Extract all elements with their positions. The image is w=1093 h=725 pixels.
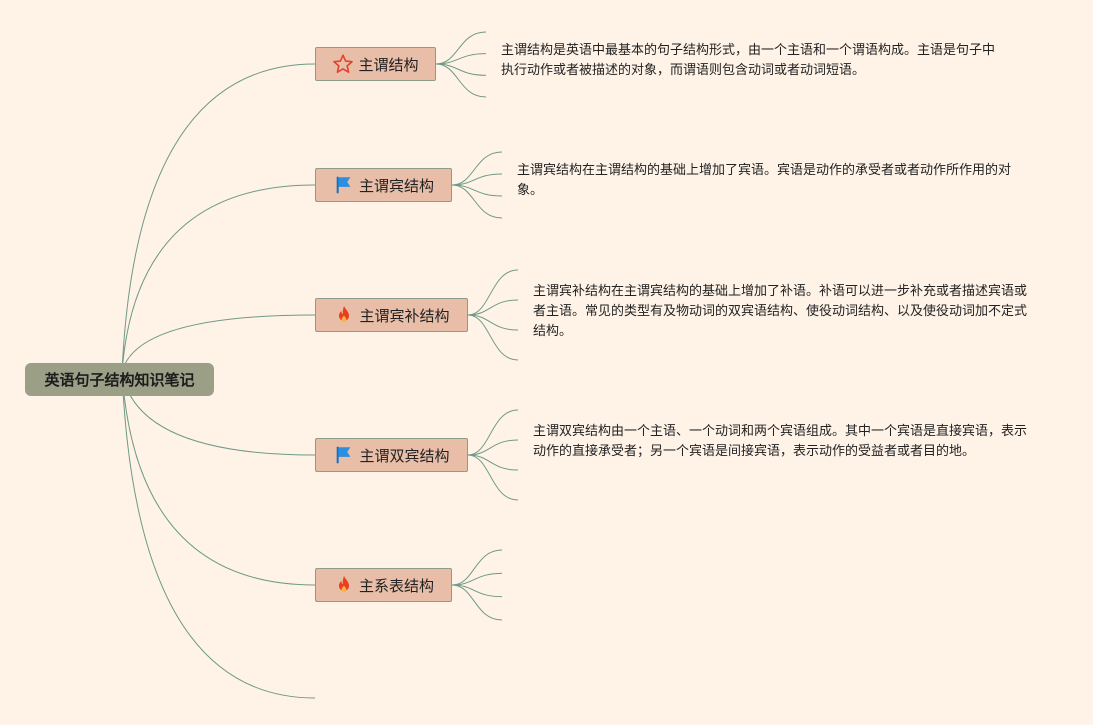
- fan-line-4-3: [451, 584, 503, 621]
- branch-subject-predicate-object[interactable]: 主谓宾结构: [315, 168, 452, 202]
- fan-line-3-1: [467, 439, 519, 456]
- fan-line-2-2: [467, 314, 519, 331]
- fan-line-4-1: [451, 572, 503, 586]
- branch-label: 主谓宾补结构: [359, 306, 450, 325]
- blue-flag-icon: [333, 174, 355, 196]
- blue-flag-icon: [333, 444, 355, 466]
- star-outline-icon: [332, 53, 354, 75]
- fan-line-3-2: [467, 454, 519, 471]
- root-topic-label: 英语句子结构知识笔记: [44, 371, 195, 389]
- branch-label: 主谓结构: [358, 55, 419, 74]
- root-topic[interactable]: 英语句子结构知识笔记: [25, 363, 214, 396]
- fan-line-2-0: [467, 269, 519, 316]
- fan-line-1-0: [451, 151, 503, 186]
- fan-line-0-1: [435, 53, 487, 65]
- branch-subject-predicate-double-object[interactable]: 主谓双宾结构: [315, 438, 468, 472]
- fan-line-0-3: [435, 63, 487, 98]
- description-subject-predicate: 主谓结构是英语中最基本的句子结构形式，由一个主语和一个谓语构成。主语是句子中执行…: [501, 43, 996, 78]
- description-subject-predicate-object: 主谓宾结构在主谓结构的基础上增加了宾语。宾语是动作的承受者或者动作所作用的对象。: [517, 163, 1012, 198]
- fan-line-3-3: [467, 454, 519, 501]
- root-branch-line-5: [121, 371, 316, 699]
- root-branch-line-4: [121, 371, 316, 586]
- fan-line-1-3: [451, 184, 503, 219]
- fan-line-2-1: [467, 299, 519, 316]
- branch-label: 主谓双宾结构: [359, 446, 450, 465]
- fan-line-1-1: [451, 173, 503, 186]
- root-branch-line-0: [121, 63, 316, 373]
- description-subject-predicate-double-object: 主谓双宾结构由一个主语、一个动词和两个宾语组成。其中一个宾语是直接宾语，表示动作…: [533, 424, 1028, 459]
- fire-icon: [333, 304, 355, 326]
- branch-subject-predicate[interactable]: 主谓结构: [315, 47, 436, 81]
- fan-line-3-0: [467, 409, 519, 456]
- fan-line-0-0: [435, 31, 487, 65]
- branch-label: 主系表结构: [358, 576, 434, 595]
- fire-icon: [333, 574, 355, 596]
- fan-line-4-0: [451, 549, 503, 586]
- branch-subject-linking-verb-predicative[interactable]: 主系表结构: [315, 568, 452, 602]
- branch-subject-predicate-object-complement[interactable]: 主谓宾补结构: [315, 298, 468, 332]
- branch-label: 主谓宾结构: [358, 176, 434, 195]
- root-branch-line-2: [121, 314, 316, 373]
- description-subject-predicate-object-complement: 主谓宾补结构在主谓宾结构的基础上增加了补语。补语可以进一步补充或者描述宾语或者主…: [533, 284, 1028, 339]
- fan-line-2-3: [467, 314, 519, 361]
- root-branch-line-1: [121, 184, 316, 373]
